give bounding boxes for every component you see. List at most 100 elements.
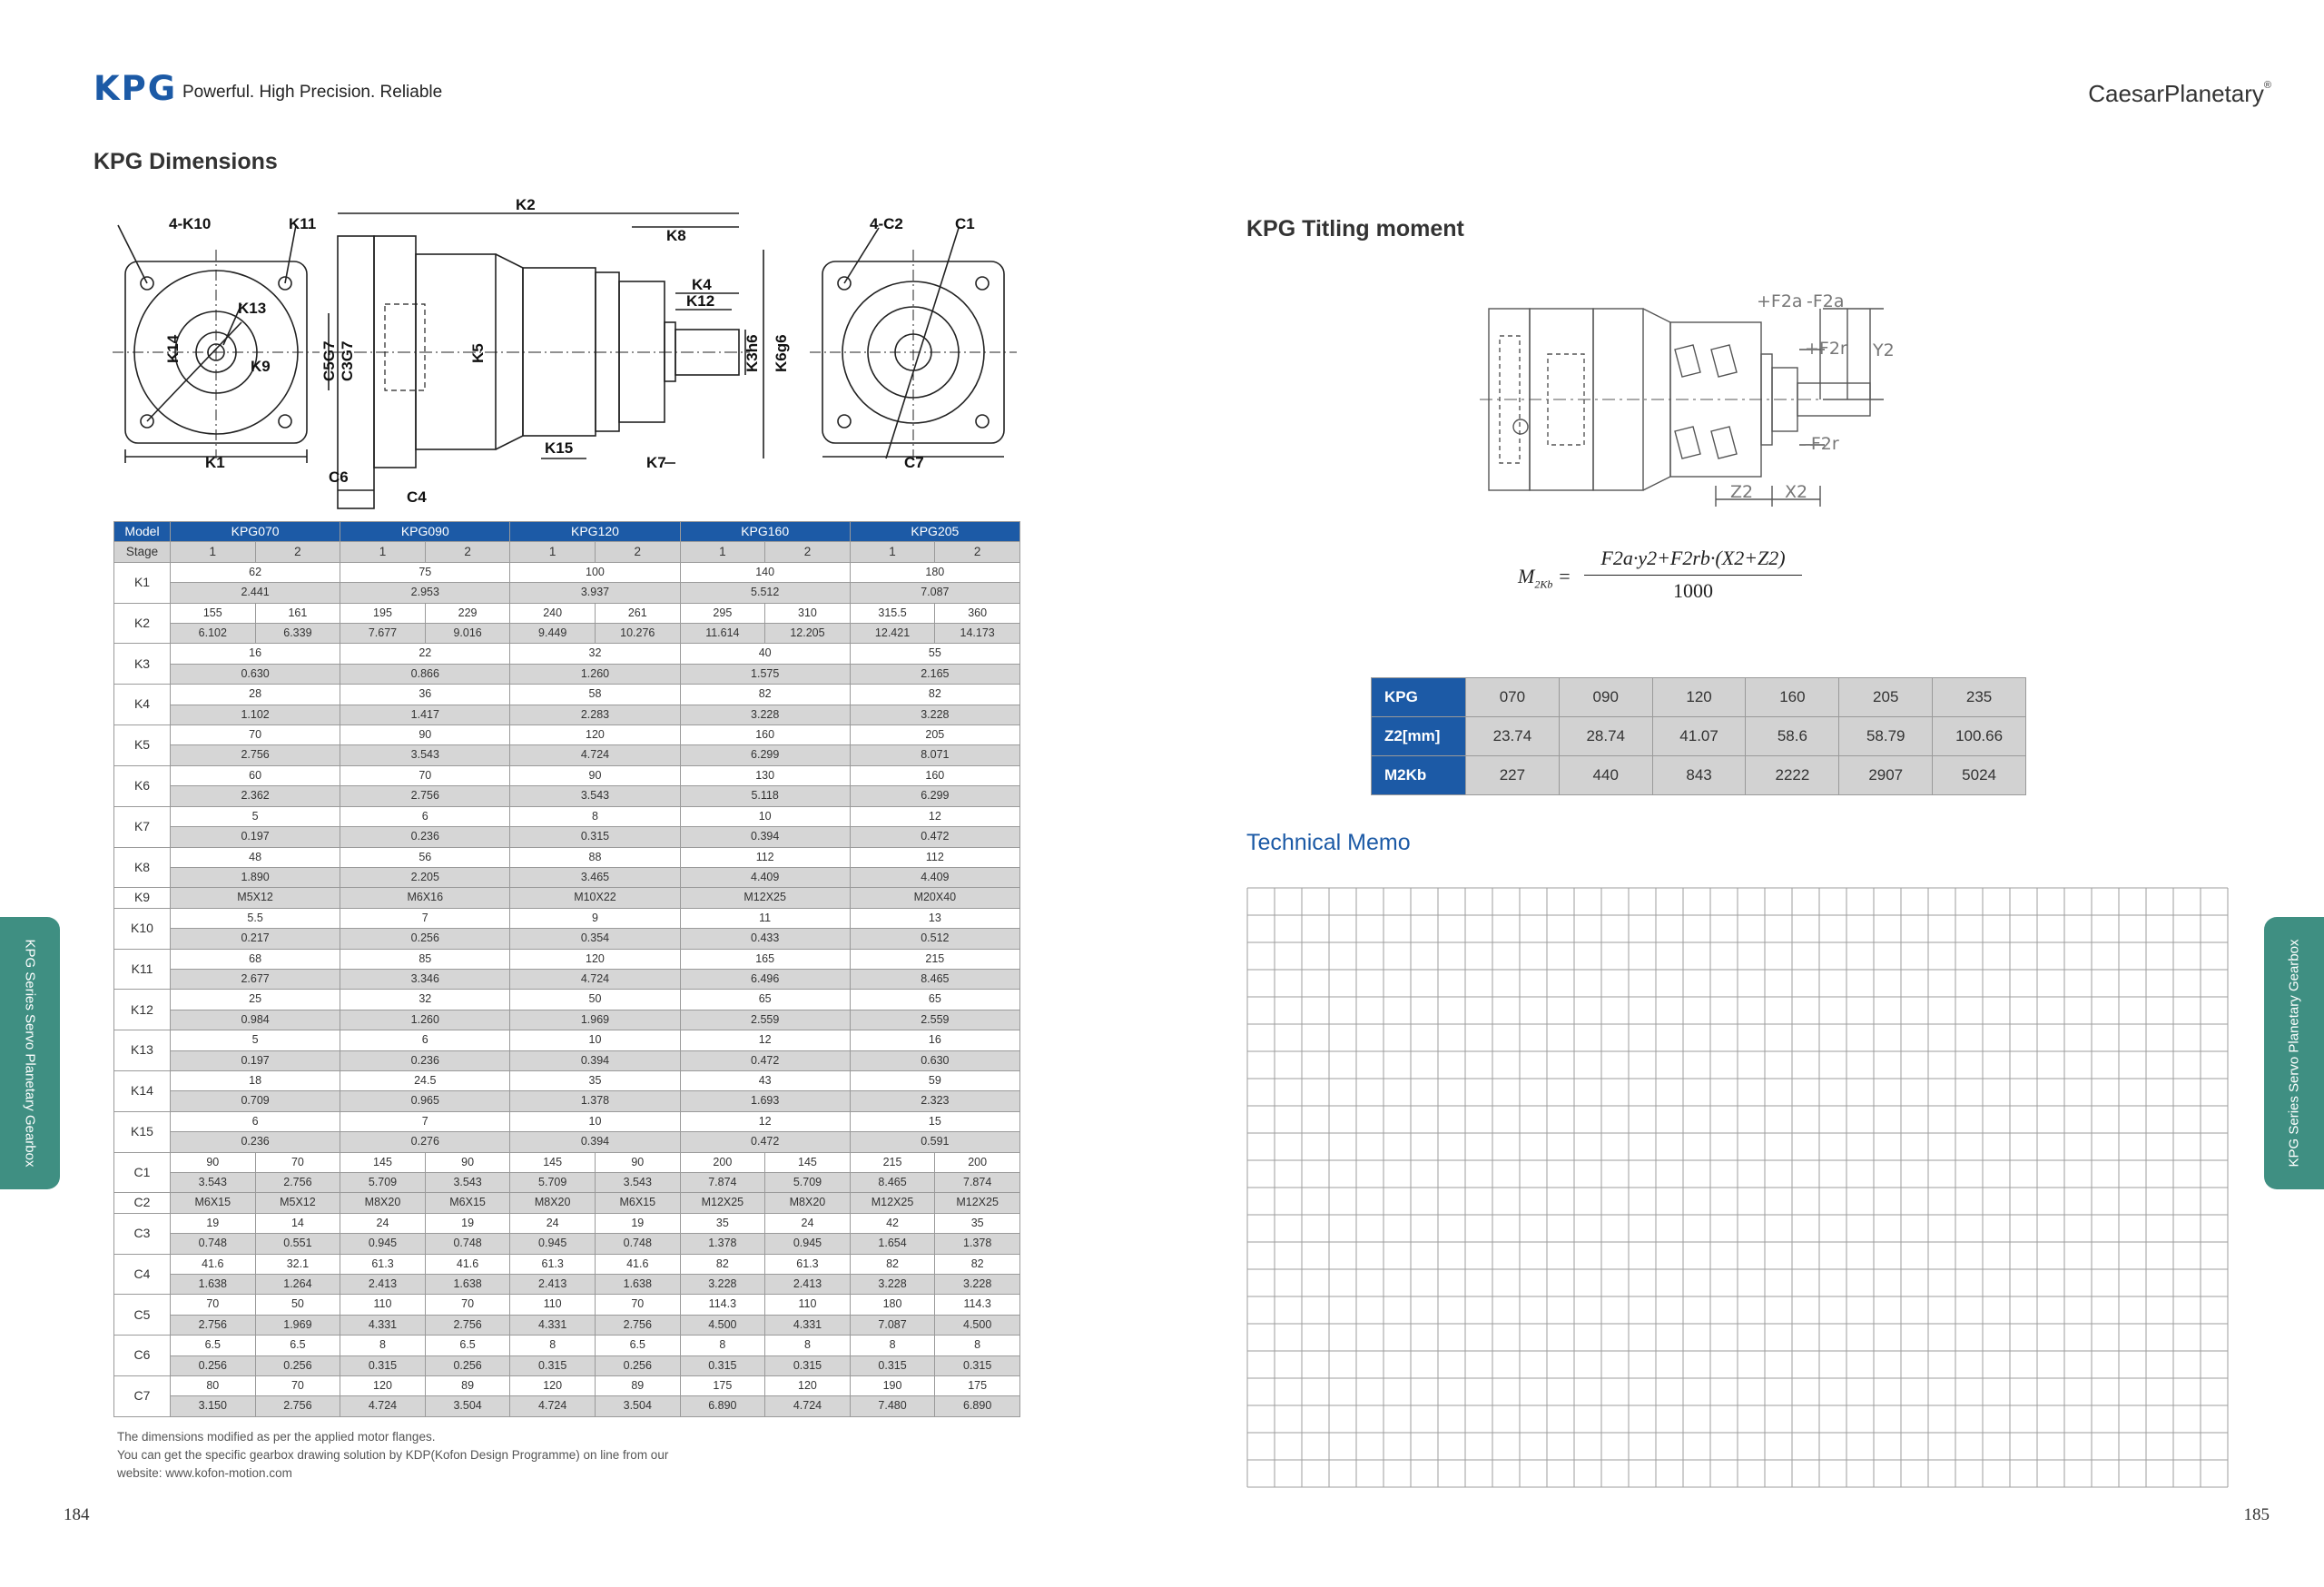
param-label-cell: K6 <box>113 764 171 807</box>
value-cell-inch: 2.362 <box>169 785 341 807</box>
value-cell-inch: 0.256 <box>594 1355 681 1377</box>
tilt-value-cell: 28.74 <box>1558 716 1653 756</box>
value-cell-inch: 4.409 <box>679 866 851 889</box>
value-cell-mm: 10 <box>509 1110 681 1133</box>
value-cell: M6X16 <box>340 887 511 909</box>
label-c1: C1 <box>955 215 975 232</box>
value-cell-inch: 1.890 <box>169 866 341 889</box>
value-cell-inch: 6.890 <box>934 1395 1020 1417</box>
value-cell-inch: 0.433 <box>679 928 851 950</box>
formula-lhs: M2Kb = <box>1518 565 1571 591</box>
value-cell-mm: 90 <box>340 724 511 746</box>
value-cell-mm: 13 <box>849 907 1020 930</box>
value-cell: M5X12 <box>169 887 341 909</box>
label-c5: C5G7 <box>320 341 338 381</box>
label-z2: Z2 <box>1730 482 1753 502</box>
value-cell-inch: 1.378 <box>679 1233 766 1255</box>
value-cell-mm: 89 <box>594 1375 681 1397</box>
value-cell-inch: 4.724 <box>764 1395 851 1417</box>
value-cell-mm: 82 <box>934 1253 1020 1276</box>
note-line: The dimensions modified as per the appli… <box>117 1430 436 1444</box>
value-cell-inch: 4.724 <box>340 1395 426 1417</box>
value-cell-mm: 42 <box>849 1212 936 1235</box>
value-cell-mm: 32.1 <box>254 1253 341 1276</box>
value-cell-inch: 3.346 <box>340 968 511 991</box>
value-cell-inch: 3.543 <box>594 1171 681 1194</box>
value-cell-mm: 55 <box>849 643 1020 665</box>
tilt-row-label: M2Kb <box>1371 755 1466 795</box>
value-cell-mm: 120 <box>509 1375 596 1397</box>
stage-header-cell: 1 <box>340 541 426 563</box>
value-cell-mm: 155 <box>170 602 256 625</box>
value-cell-inch: 6.496 <box>679 968 851 991</box>
value-cell-inch: 7.480 <box>849 1395 936 1417</box>
label-f2r-minus: -F2r <box>1805 434 1839 454</box>
stage-header-cell: 1 <box>849 541 936 563</box>
value-cell-mm: 48 <box>169 846 341 868</box>
value-cell-inch: 0.394 <box>679 826 851 848</box>
side-tab-right: KPG Series Servo Planetary Gearbox <box>2264 917 2324 1189</box>
value-cell-mm: 90 <box>509 764 681 787</box>
shaft-load-diagram: +F2a -F2a +F2r -F2r Y2 Z2 X2 <box>1480 291 1895 507</box>
value-cell-inch: 2.756 <box>170 1314 256 1336</box>
value-cell-mm: 295 <box>679 602 766 625</box>
value-cell-mm: 24 <box>340 1212 426 1235</box>
value-cell-inch: 6.102 <box>170 623 256 645</box>
value-cell-inch: 0.315 <box>849 1355 936 1377</box>
value-cell-mm: 145 <box>764 1151 851 1174</box>
model-header-cell: KPG090 <box>340 520 511 543</box>
value-cell-inch: 1.638 <box>170 1274 256 1296</box>
value-cell-mm: 12 <box>679 1030 851 1051</box>
value-cell-inch: 0.236 <box>340 826 511 848</box>
stage-header-cell: 2 <box>934 541 1020 563</box>
value-cell: M8X20 <box>509 1192 596 1214</box>
param-label-cell: C5 <box>113 1294 171 1336</box>
value-cell-inch: 0.236 <box>169 1131 341 1153</box>
value-cell-inch: 1.378 <box>934 1233 1020 1255</box>
value-cell-mm: 8 <box>679 1335 766 1356</box>
label-f2r-plus: +F2r <box>1805 339 1847 359</box>
value-cell-mm: 82 <box>679 1253 766 1276</box>
stage-header-cell: Stage <box>113 541 171 563</box>
value-cell-inch: 0.630 <box>849 1050 1020 1071</box>
param-label-cell: K10 <box>113 907 171 950</box>
value-cell-mm: 16 <box>849 1030 1020 1051</box>
model-header-cell: KPG120 <box>509 520 681 543</box>
side-tab-left: KPG Series Servo Planetary Gearbox <box>0 917 60 1189</box>
label-k8: K8 <box>666 227 686 244</box>
tilt-row-label: Z2[mm] <box>1371 716 1466 756</box>
value-cell-inch: 1.969 <box>509 1009 681 1031</box>
value-cell-mm: 32 <box>509 643 681 665</box>
value-cell-inch: 0.315 <box>679 1355 766 1377</box>
value-cell-inch: 2.441 <box>169 582 341 604</box>
value-cell-inch: 7.087 <box>849 1314 936 1336</box>
value-cell-mm: 205 <box>849 724 1020 746</box>
value-cell-inch: 2.677 <box>169 968 341 991</box>
value-cell-inch: 3.543 <box>424 1171 511 1194</box>
label-c3: C3G7 <box>339 341 356 381</box>
value-cell-mm: 200 <box>679 1151 766 1174</box>
param-label-cell: K5 <box>113 724 171 766</box>
value-cell: M5X12 <box>254 1192 341 1214</box>
label-k10: 4-K10 <box>169 215 211 232</box>
value-cell-mm: 60 <box>169 764 341 787</box>
value-cell-inch: 0.472 <box>679 1050 851 1071</box>
value-cell-mm: 8 <box>764 1335 851 1356</box>
label-c7: C7 <box>904 454 924 471</box>
tilt-value-cell: 5024 <box>1932 755 2026 795</box>
value-cell-inch: 2.756 <box>424 1314 511 1336</box>
model-header-cell: KPG205 <box>849 520 1020 543</box>
value-cell-inch: 0.965 <box>340 1090 511 1112</box>
